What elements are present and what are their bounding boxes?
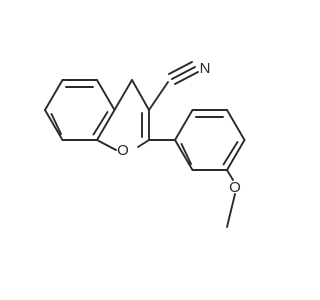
bond [96,109,116,141]
pyran-ring [96,79,150,151]
bond [137,139,150,148]
methoxyphenyl-ring [148,109,246,171]
triple-bond-2 [168,61,193,75]
double-bond-inner [180,143,192,165]
bond [148,81,169,111]
methoxy-group [226,169,236,228]
double-bond-inner [222,141,239,166]
bond [226,109,246,141]
double-bond-inner [92,111,109,136]
bond [96,79,116,111]
bond [96,139,117,151]
molecule-canvas: N O O [44,60,246,228]
triple-bond-1 [171,66,196,80]
benzo-ring [44,79,116,141]
bond [44,109,64,141]
bond [44,79,64,111]
double-bond-inner [50,113,62,135]
bond [226,139,246,171]
nitrile-nitrogen-label: N [200,60,211,77]
bond [226,193,236,228]
triple-bond-3 [174,71,199,85]
ring-oxygen-label: O [117,142,129,159]
methoxy-oxygen-label: O [229,179,241,196]
bond [174,109,194,141]
bond [131,79,150,111]
bond [226,169,234,181]
bond [113,79,133,111]
structure-drawing: N O O [44,60,246,228]
nitrile-group [148,61,199,111]
bond [174,139,194,171]
